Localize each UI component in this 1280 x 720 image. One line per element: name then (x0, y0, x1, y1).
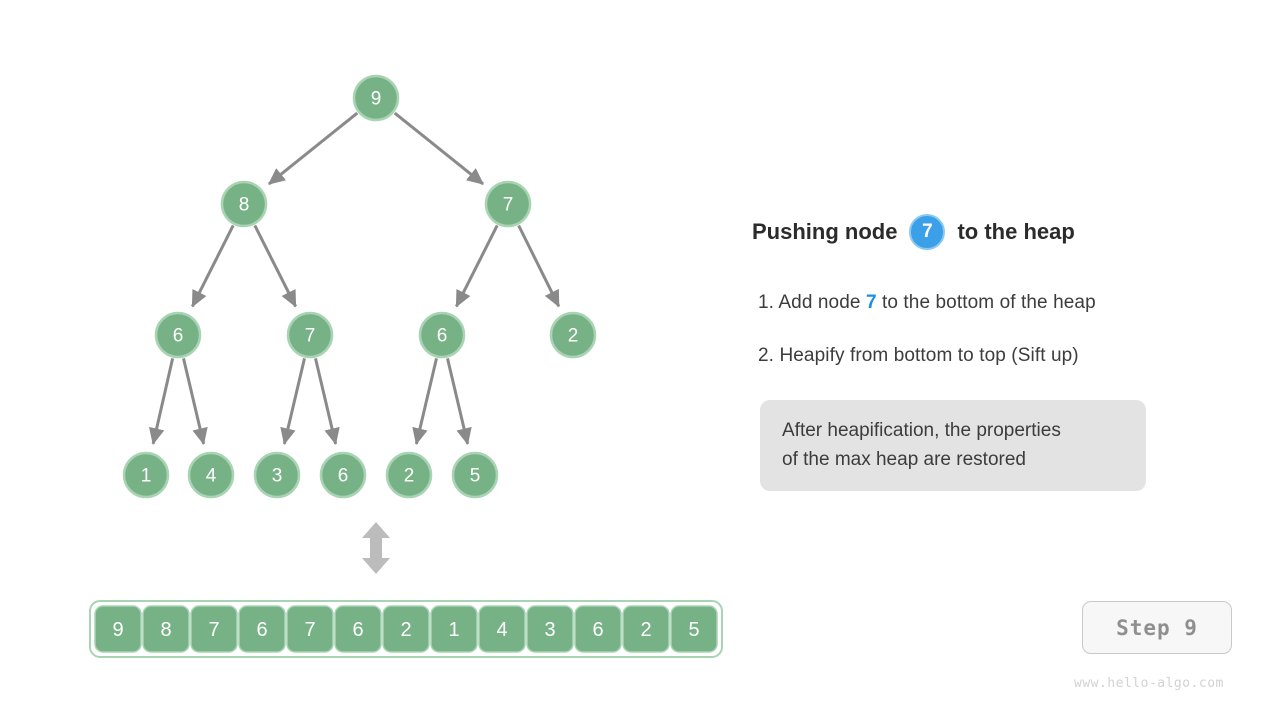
watermark: www.hello-algo.com (1074, 676, 1224, 691)
result-note-line-1: After heapification, the properties (782, 420, 1061, 441)
tree-node-value: 4 (206, 466, 217, 487)
array-cell: 6 (238, 605, 286, 653)
tree-node-value: 2 (568, 326, 579, 347)
tree-node-value: 6 (338, 466, 349, 487)
tree-node-value: 1 (141, 466, 152, 487)
tree-node: 6 (418, 311, 466, 359)
array-cell-value: 7 (304, 619, 315, 641)
result-note-line-2: of the max heap are restored (782, 449, 1026, 471)
step-badge: Step 9 (1082, 601, 1232, 654)
array-cell-value: 8 (160, 619, 171, 641)
page-title: Pushing node 7 to the heap (752, 214, 1075, 250)
tree-node: 2 (549, 311, 597, 359)
tree-node-value: 6 (437, 326, 448, 347)
tree-edge (191, 224, 235, 308)
tree-node-value: 9 (371, 89, 382, 110)
tree-node-value: 5 (470, 466, 481, 487)
tree-node: 7 (286, 311, 334, 359)
result-note: After heapification, the properties of t… (760, 400, 1146, 491)
array-cell-value: 6 (592, 619, 603, 641)
array-cell: 7 (190, 605, 238, 653)
tree-edge (253, 224, 297, 308)
tree-node: 6 (319, 451, 367, 499)
step-item-1: 1. Add node 7 to the bottom of the heap (758, 292, 1096, 314)
tree-node: 1 (122, 451, 170, 499)
array-cell: 6 (334, 605, 382, 653)
array-cell-value: 2 (640, 619, 651, 641)
array-cell-value: 2 (400, 619, 411, 641)
double-arrow-vertical-icon (362, 522, 390, 574)
step-1-highlight: 7 (865, 292, 877, 313)
step-1-text-after: to the bottom of the heap (882, 292, 1096, 313)
array-cell: 7 (286, 605, 334, 653)
array-cell-value: 4 (496, 619, 507, 641)
tree-nodes: 9 8 7 6 7 6 2 1 4 3 6 2 5 (122, 74, 597, 499)
array-cell: 2 (622, 605, 670, 653)
heap-visualization: 9 8 7 6 7 6 2 1 4 3 6 2 5 9 8 7 6 7 6 2 1 4 3 6 2 5 (89, 74, 723, 658)
tree-edge (393, 111, 484, 186)
array-cell: 8 (142, 605, 190, 653)
step-2-index: 2. (758, 345, 775, 366)
info-panel: Pushing node 7 to the heap 1. Add node 7… (752, 0, 1280, 720)
double-arrow-vertical-icon (362, 522, 390, 574)
tree-edge (412, 358, 438, 446)
tree-node: 8 (220, 180, 268, 228)
tree-node-value: 7 (305, 326, 316, 347)
tree-node: 9 (352, 74, 400, 122)
step-2-text-before: Heapify from bottom to top (Sift up) (779, 345, 1079, 366)
tree-node-value: 8 (239, 195, 250, 216)
tree-edge (455, 224, 499, 308)
tree-edges (149, 111, 561, 446)
array-cell-value: 6 (352, 619, 363, 641)
pushed-node-badge: 7 (909, 214, 946, 250)
array-cell-value: 1 (448, 619, 459, 641)
tree-edge (446, 358, 472, 446)
tree-node-value: 2 (404, 466, 415, 487)
tree-edge (314, 358, 340, 446)
array-cell-value: 7 (208, 619, 219, 641)
tree-edge (149, 358, 175, 445)
tree-edge (280, 358, 306, 446)
tree-node-value: 3 (272, 466, 283, 487)
array-container (89, 600, 723, 658)
tree-edge (517, 224, 561, 308)
array-cell: 2 (382, 605, 430, 653)
array-cell: 9 (94, 605, 142, 653)
array-cell: 1 (430, 605, 478, 653)
tree-node: 4 (187, 451, 235, 499)
tree-node-value: 6 (173, 326, 184, 347)
step-item-2: 2. Heapify from bottom to top (Sift up) (758, 345, 1079, 367)
tree-node: 6 (154, 311, 202, 359)
array-cell: 4 (478, 605, 526, 653)
array-cell-value: 6 (256, 619, 267, 641)
step-1-text-before: Add node (778, 292, 861, 313)
array-cell: 5 (670, 605, 718, 653)
tree-node-value: 7 (503, 195, 514, 216)
tree-edge (182, 358, 208, 446)
array-cell-value: 3 (544, 619, 555, 641)
title-suffix: to the heap (957, 219, 1075, 244)
array-representation: 9 8 7 6 7 6 2 1 4 3 6 2 5 (89, 600, 723, 658)
array-cell-value: 9 (112, 619, 123, 641)
tree-node: 2 (385, 451, 433, 499)
step-1-index: 1. (758, 292, 775, 313)
tree-node: 7 (484, 180, 532, 228)
array-cell: 3 (526, 605, 574, 653)
array-cell-value: 5 (688, 619, 699, 641)
array-cell: 6 (574, 605, 622, 653)
tree-edge (268, 111, 359, 186)
tree-node: 5 (451, 451, 499, 499)
tree-node: 3 (253, 451, 301, 499)
title-prefix: Pushing node (752, 219, 898, 244)
